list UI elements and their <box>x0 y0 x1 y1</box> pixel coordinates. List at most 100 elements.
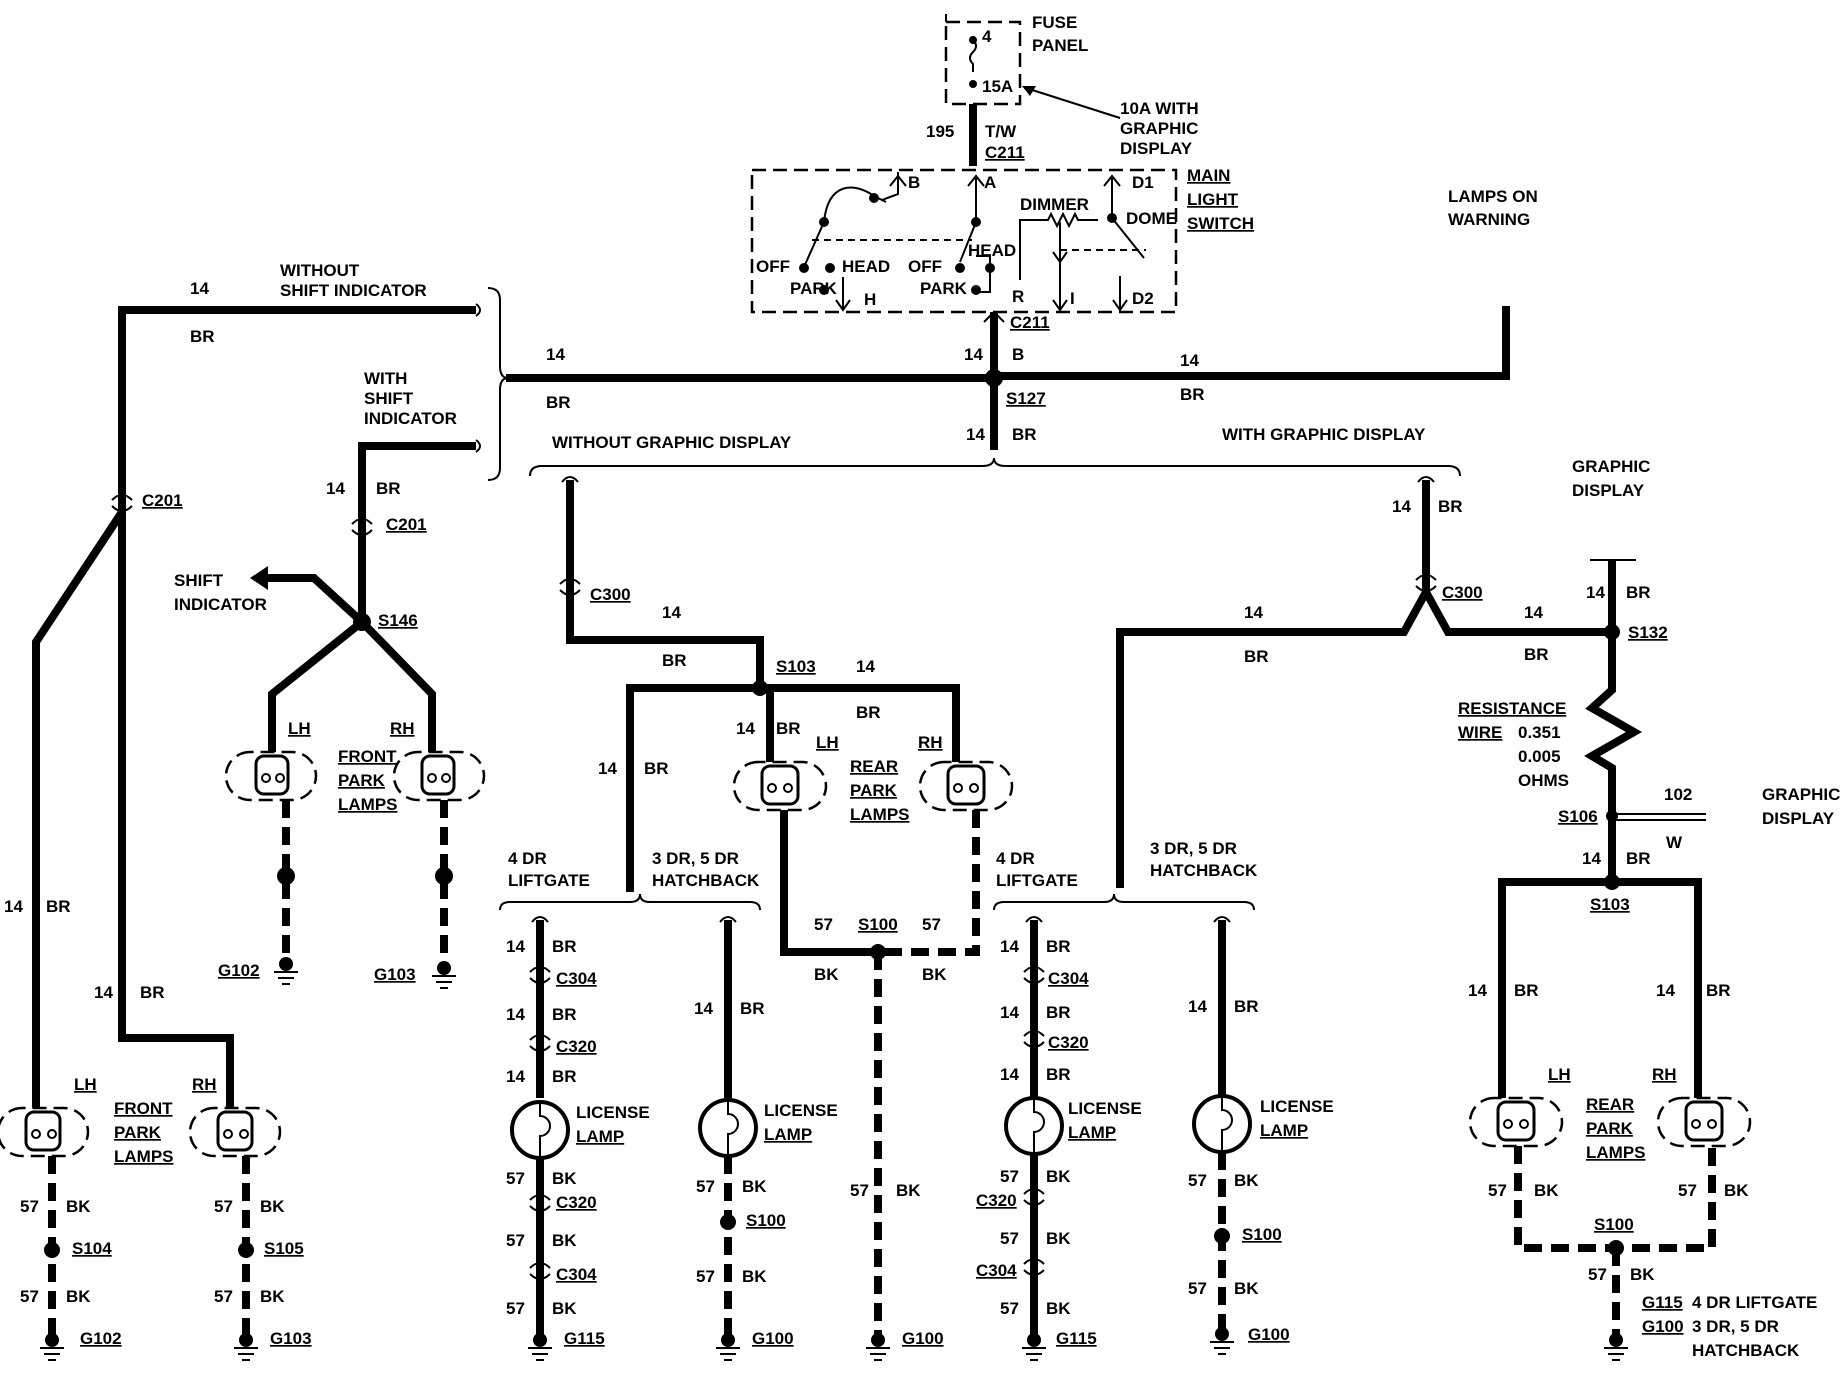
diagram-label: BR <box>662 651 687 670</box>
diagram-label: C320 <box>556 1193 597 1212</box>
diagram-label: S146 <box>378 611 418 630</box>
diagram-label: LAMPS <box>850 805 910 824</box>
diagram-label: LAMPS <box>114 1147 174 1166</box>
license-lamp-d <box>1192 1094 1252 1154</box>
ground-g100-d <box>1210 1327 1234 1355</box>
diagram-label: 57 <box>20 1197 39 1216</box>
diagram-label: LAMPS <box>338 795 398 814</box>
diagram-label: LH <box>816 733 839 752</box>
diagram-label: SHIFT <box>364 389 414 408</box>
diagram-label: D1 <box>1132 173 1154 192</box>
diagram-label: BK <box>1630 1265 1655 1284</box>
diagram-label: S100 <box>1242 1225 1282 1244</box>
diagram-label: OHMS <box>1518 771 1569 790</box>
diagram-label: 57 <box>506 1169 525 1188</box>
diagram-label: G102 <box>80 1329 122 1348</box>
license-lamp-a <box>510 1100 570 1160</box>
connector-c300-right: C300 <box>1442 583 1483 602</box>
diagram-label: BK <box>66 1197 91 1216</box>
diagram-label: BK <box>66 1287 91 1306</box>
diagram-label: C320 <box>1048 1033 1089 1052</box>
connector-c300-left: C300 <box>590 585 631 604</box>
diagram-label: LIGHT <box>1187 190 1239 209</box>
diagram-label: BR <box>376 479 401 498</box>
front-park-lamp-rh-bottom <box>188 1106 282 1158</box>
diagram-label: PARK <box>1586 1119 1634 1138</box>
front-park-lamps-label-bottom: FRONT <box>114 1099 173 1118</box>
rear-park-lamp-lh-graphic <box>1468 1096 1564 1148</box>
diagram-label: 57 <box>1188 1279 1207 1298</box>
dome-label: DOME <box>1126 209 1177 228</box>
diagram-label: BR <box>46 897 71 916</box>
diagram-label: BR <box>1012 425 1037 444</box>
diagram-label: OFF <box>908 257 942 276</box>
diagram-label: 14 <box>1656 981 1675 1000</box>
diagram-label: 14 <box>1000 937 1019 956</box>
diagram-label: G115 <box>1056 1329 1097 1348</box>
fuse-panel-label: FUSE <box>1032 13 1077 32</box>
diagram-label: BR <box>552 1067 577 1086</box>
diagram-label: C304 <box>556 1265 597 1284</box>
diagram-label: 57 <box>1188 1171 1207 1190</box>
rear-park-lamps-label-graphic: REAR <box>1586 1095 1634 1114</box>
diagram-label: D2 <box>1132 289 1154 308</box>
diagram-label: 57 <box>214 1287 233 1306</box>
ground-g115-g100-graphic <box>1604 1333 1628 1361</box>
diagram-label: BR <box>1046 1065 1071 1084</box>
diagram-label: LAMP <box>576 1127 624 1146</box>
diagram-label: LAMP <box>1068 1123 1116 1142</box>
diagram-label: LAMP <box>764 1125 812 1144</box>
diagram-label: A <box>984 173 996 192</box>
diagram-label: 57 <box>922 915 941 934</box>
diagram-label: BK <box>1046 1167 1071 1186</box>
diagram-label: BR <box>1626 849 1651 868</box>
diagram-label: S100 <box>858 915 898 934</box>
diagram-label: LH <box>1548 1065 1571 1084</box>
rear-park-lamp-lh <box>732 760 828 812</box>
ground-g100-center <box>866 1333 890 1361</box>
dimmer-label: DIMMER <box>1020 195 1089 214</box>
diagram-label: 14 <box>964 345 983 364</box>
license-lamp-label-c: LICENSE <box>1068 1099 1142 1118</box>
diagram-label: BR <box>552 937 577 956</box>
diagram-label: C320 <box>556 1037 597 1056</box>
diagram-label: 14 <box>506 1067 525 1086</box>
diagram-label: G102 <box>218 961 260 980</box>
diagram-label: 57 <box>506 1231 525 1250</box>
diagram-label: WIRE <box>1458 723 1502 742</box>
diagram-label: 14 <box>1000 1065 1019 1084</box>
diagram-label: 57 <box>850 1181 869 1200</box>
diagram-label: 57 <box>1488 1181 1507 1200</box>
rear-park-lamp-rh <box>918 760 1014 812</box>
front-park-lamp-lh-bottom <box>0 1106 90 1158</box>
diagram-label: HEAD <box>842 257 890 276</box>
diagram-label: S104 <box>72 1239 112 1258</box>
diagram-label: B <box>1012 345 1024 364</box>
diagram-label: RH <box>918 733 943 752</box>
diagram-label: S105 <box>264 1239 304 1258</box>
diagram-label: G100 <box>902 1329 944 1348</box>
diagram-label: BK <box>1046 1299 1071 1318</box>
diagram-label: BR <box>552 1005 577 1024</box>
diagram-label: B <box>908 173 920 192</box>
diagram-label: BK <box>814 965 839 984</box>
ground-g102-top <box>274 957 298 985</box>
ground-g115-c <box>1022 1333 1046 1361</box>
diagram-label: 14 <box>736 719 755 738</box>
diagram-label: 14 <box>506 1005 525 1024</box>
diagram-label: 57 <box>1000 1299 1019 1318</box>
diagram-label: PARK <box>920 279 968 298</box>
diagram-label: 14 <box>1180 351 1199 370</box>
diagram-label: BR <box>1046 1003 1071 1022</box>
ground-g103-bottom <box>234 1333 258 1361</box>
diagram-label: 14 <box>1524 603 1543 622</box>
diagram-label: 57 <box>1000 1167 1019 1186</box>
diagram-label: PARK <box>790 279 838 298</box>
front-park-lamp-rh-top <box>392 750 486 802</box>
diagram-label: PARK <box>114 1123 162 1142</box>
ground-g115-a <box>528 1333 552 1361</box>
diagram-label: BR <box>1524 645 1549 664</box>
diagram-label: C320 <box>976 1191 1017 1210</box>
feed-color: T/W <box>985 122 1017 141</box>
